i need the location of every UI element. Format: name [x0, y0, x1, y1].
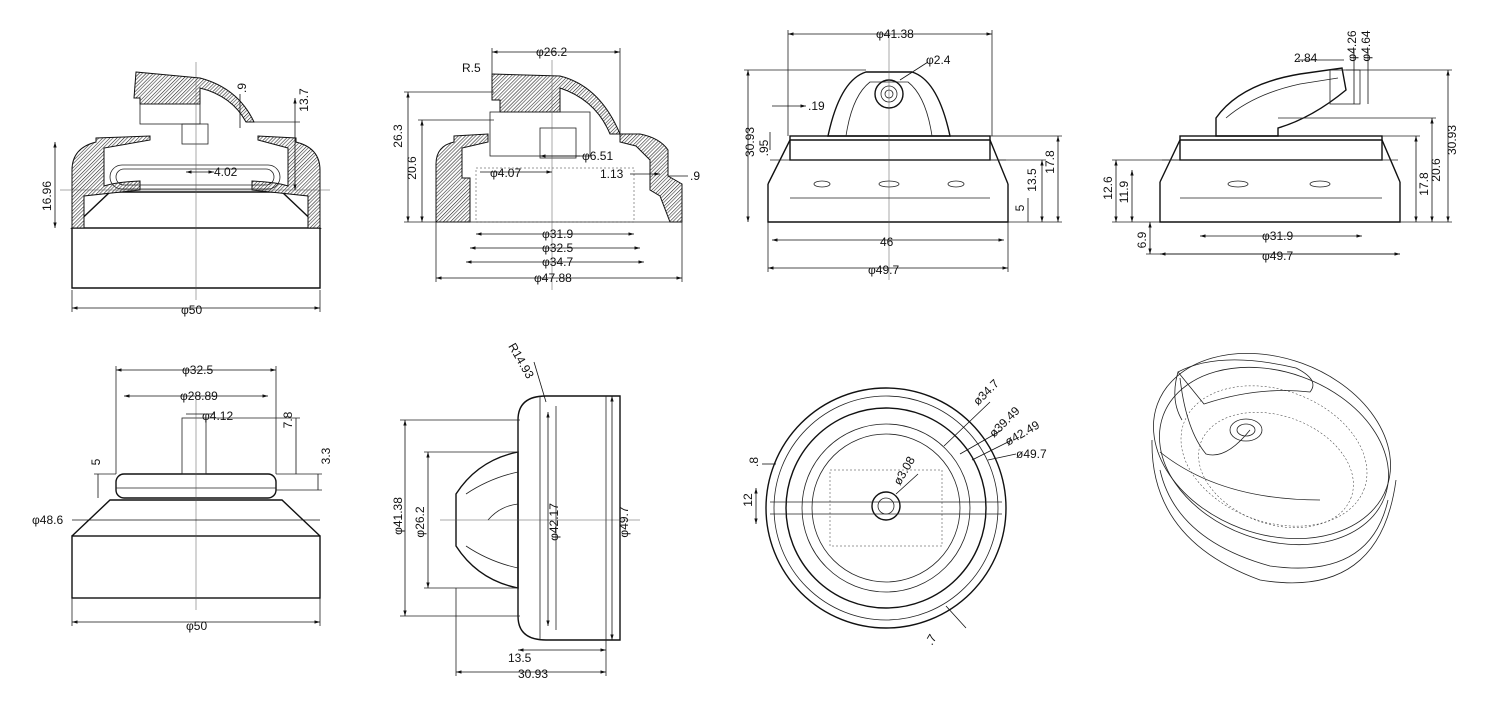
section-b-d2: φ32.5 [542, 241, 573, 255]
section-b-d4: φ47.88 [534, 271, 572, 285]
front-orifice: φ2.4 [926, 53, 951, 67]
section-b-d3: φ34.7 [542, 255, 573, 269]
top-width: 12 [741, 493, 755, 507]
side-h3: 6.9 [1135, 231, 1149, 248]
section-b-dia-top: φ26.2 [536, 45, 567, 59]
front-h-mid: 17.8 [1043, 150, 1057, 174]
section-b-radius: R.5 [462, 61, 481, 75]
profile-radius: R14.93 [505, 341, 537, 382]
front-step: 5 [1013, 204, 1027, 211]
profile-w2: 30.93 [518, 667, 548, 681]
profile-h1: φ41.38 [391, 497, 405, 535]
side-r2: 20.6 [1429, 158, 1443, 182]
section-b-wall: .9 [690, 169, 700, 183]
isometric-view [1151, 352, 1397, 584]
side-h2: 11.9 [1117, 180, 1131, 203]
side-d1: φ31.9 [1262, 229, 1293, 243]
section-a-bore: 4.02 [214, 165, 238, 179]
side-dia-a: φ4.26 [1345, 30, 1359, 61]
front-width-inner: 46 [880, 235, 894, 249]
profile-h2: φ26.2 [413, 506, 427, 537]
section-view-b: φ26.2 R.5 26.3 20.6 φ4.07 φ6.51 1.13 .9 … [391, 45, 700, 290]
side-view: 2.84 φ4.26 φ4.64 12.6 11.9 6.9 17.8 20.6… [1101, 30, 1459, 263]
front-dia-base: φ49.7 [868, 263, 899, 277]
side-dia-b: φ4.64 [1359, 30, 1373, 61]
base-d-base: φ50 [186, 619, 207, 633]
section-a-dia-base: φ50 [181, 303, 202, 317]
front-tip: .19 [808, 99, 825, 113]
top-tab: .7 [922, 632, 939, 648]
section-b-h-total: 26.3 [391, 124, 405, 148]
section-a-wall: .9 [235, 83, 249, 93]
front-view: φ41.38 φ2.4 .19 30.93 .95 13.5 17.8 5 46… [743, 27, 1062, 280]
top-view: ø34.7 ø39.49 ø42.49 ø49.7 ø3.08 .8 12 .7 [741, 376, 1047, 647]
side-d2: φ49.7 [1262, 249, 1293, 263]
side-r3: 30.93 [1445, 125, 1459, 155]
front-lip: .95 [757, 139, 771, 156]
front-dia-top: φ41.38 [876, 27, 914, 41]
profile-h4: φ49.7 [617, 506, 631, 537]
profile-h3: φ42.17 [547, 503, 561, 541]
top-hole: ø3.08 [890, 454, 918, 488]
section-a-h-total: 13.7 [297, 88, 311, 112]
base-step: 5 [89, 458, 103, 465]
section-view-a: φ50 16.96 13.7 4.02 .9 [40, 62, 330, 317]
profile-view: φ41.38 φ26.2 φ42.17 φ49.7 R14.93 13.5 30… [391, 341, 640, 681]
section-b-bore-b: φ6.51 [582, 149, 613, 163]
side-offset: 2.84 [1294, 51, 1318, 65]
base-d-flange: φ48.6 [32, 513, 63, 527]
profile-w1: 13.5 [508, 651, 532, 665]
side-h1: 12.6 [1101, 176, 1115, 200]
base-view: φ32.5 φ28.89 φ4.12 7.8 3.3 5 φ48.6 φ50 [32, 363, 333, 633]
section-a-h-body: 16.96 [40, 181, 54, 211]
section-b-h-mid: 20.6 [405, 156, 419, 180]
top-d4: ø49.7 [1016, 447, 1047, 461]
base-pin: φ4.12 [202, 409, 233, 423]
base-band: 3.3 [319, 447, 333, 464]
top-gap: .8 [747, 457, 761, 467]
base-d2: φ28.89 [180, 389, 218, 403]
section-b-bore-a: φ4.07 [490, 166, 521, 180]
front-h-skirt: 13.5 [1025, 168, 1039, 192]
base-pin-h: 7.8 [281, 411, 295, 428]
side-r1: 17.8 [1417, 172, 1431, 196]
section-b-gap: 1.13 [600, 167, 624, 181]
front-h-total: 30.93 [743, 127, 757, 157]
base-d1: φ32.5 [182, 363, 213, 377]
top-d1: ø34.7 [970, 376, 1002, 408]
section-b-d1: φ31.9 [542, 227, 573, 241]
